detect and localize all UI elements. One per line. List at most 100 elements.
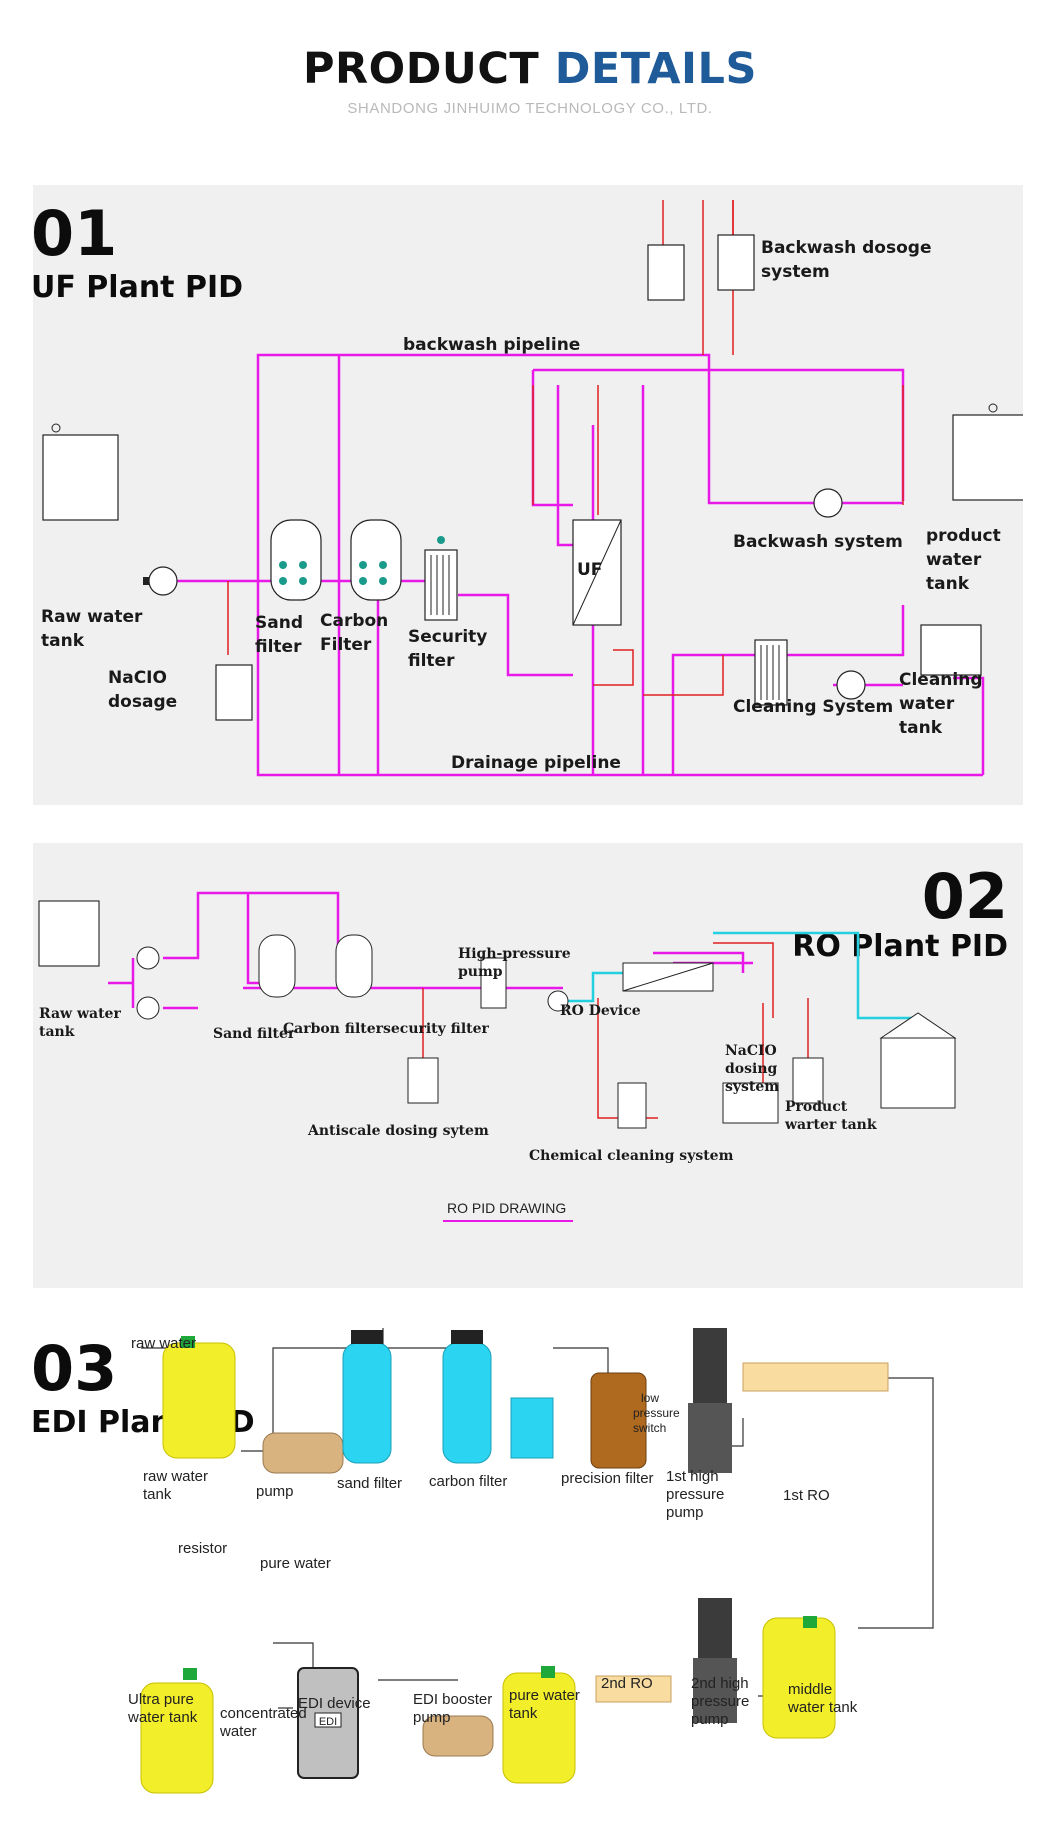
uf-label-backwash-dosoge-1: Backwash dosoge [761,238,931,258]
uf-label-uf: UF [577,560,602,580]
uf-label-security-1: Security [408,627,487,647]
uf-label-cleaning-1: Cleaning [899,670,983,690]
edi-ultra-pure-water-tank [140,1668,214,1794]
title-part-1: PRODUCT [303,44,540,94]
edi-label-edi-device: EDI device [298,1695,371,1712]
edi-1st-high-pressure-pump [688,1328,732,1473]
uf-label-naclo-2: dosage [108,692,177,712]
ro-device [622,962,714,992]
page-title: PRODUCT DETAILS [0,44,1060,94]
ro-security-filter [480,957,507,1009]
edi-label-hp2-2: pressure [691,1693,749,1710]
uf-label-cleaning-2: water [899,694,955,714]
ro-label-raw-water-2: tank [39,1024,75,1040]
ro-product-water-tank [879,1012,957,1109]
edi-2nd-high-pressure-pump [693,1598,737,1723]
uf-label-drainage: Drainage pipeline [451,753,621,773]
edi-number: 03 [33,1332,117,1405]
uf-feed-pump [143,566,178,596]
edi-label-hp1-1: 1st high [666,1468,719,1485]
ro-cleaning-tank [722,1082,779,1124]
edi-label-conc-1: concentrated [220,1705,307,1722]
uf-pid-diagram: 01 UF Plant PID [33,197,1023,777]
edi-label-pure-water: pure water [260,1555,331,1572]
uf-cleaning-filter [754,639,788,706]
uf-label-naclo-1: NaCIO [108,668,167,688]
ro-label-naclo-2: dosing [725,1061,778,1077]
uf-raw-water-tank [42,423,119,521]
ro-label-antiscale: Antiscale dosing sytem [307,1123,489,1139]
ro-cyan-pipes [563,931,913,1020]
edi-label-carbon: carbon filter [429,1473,507,1490]
edi-label-lps-1: low [641,1391,659,1405]
edi-label-ro2: 2nd RO [601,1675,653,1692]
uf-sand-filter [270,519,322,601]
uf-title: UF Plant PID [33,270,243,305]
edi-middle-water-tank [762,1616,836,1739]
ro-red-pipes [422,942,809,1119]
uf-number: 01 [33,197,117,270]
ro-label-security: security filter [383,1021,490,1037]
uf-label-carbon-1: Carbon [320,611,388,631]
uf-label-backwash-dosoge-2: system [761,262,830,282]
uf-label-product-3: tank [926,574,970,594]
edi-label-middle-2: water tank [787,1699,858,1716]
ro-label-product-1: Product [785,1099,848,1115]
ro-label-naclo-1: NaCIO [725,1043,777,1059]
ro-title: RO Plant PID [792,929,1008,964]
ro-label-drawing: RO PID DRAWING [447,1200,566,1216]
ro-label-raw-water-1: Raw water [39,1006,121,1022]
edi-label-ultra-2: water tank [127,1709,198,1726]
edi-pure-water-tank [502,1666,576,1784]
uf-backwash-dosing-tanks [647,234,755,301]
edi-sand-filter [342,1330,392,1464]
ro-hp-pump [547,990,569,1012]
edi-label-sand: sand filter [337,1475,402,1492]
uf-backwash-pump [813,488,843,518]
edi-label-lps-2: pressure [633,1406,680,1420]
ro-raw-water-tank [38,900,100,967]
ro-feed-pumps [136,946,160,1020]
uf-label-carbon-2: Filter [320,635,372,655]
edi-pid-diagram: 03 EDI Plant PID [33,1328,934,1794]
uf-module [572,519,622,626]
uf-magenta-pipes [153,353,985,777]
uf-label-product-1: product [926,526,1001,546]
edi-label-middle-1: middle [788,1681,832,1698]
edi-feed-pump [262,1432,344,1474]
edi-raw-water-tank [162,1336,236,1459]
ro-label-hp-1: High-pressure [458,946,571,962]
uf-cleaning-pump [836,670,866,700]
ro-label-chemical: Chemical cleaning system [529,1148,734,1164]
uf-security-filter [424,536,458,621]
edi-plant-pid-panel: 03 EDI Plant PID [33,1328,1023,1838]
edi-label-raw-tank-1: raw water [143,1468,208,1485]
ro-label-naclo-3: system [725,1079,779,1095]
ro-label-carbon: Carbon filter [283,1021,384,1037]
edi-2nd-ro [595,1675,672,1703]
ro-label-product-2: warter tank [784,1117,877,1133]
ro-sand-filter [258,934,296,998]
ro-plant-pid-panel: 02 RO Plant PID [33,843,1023,1288]
edi-label-hp2-3: pump [691,1711,729,1728]
edi-label-ro1: 1st RO [783,1487,830,1504]
edi-label-lps-3: switch [633,1421,666,1435]
edi-label-pump: pump [256,1483,294,1500]
edi-label-precision: precision filter [561,1470,654,1487]
uf-label-product-2: water [926,550,982,570]
edi-device: EDI [297,1667,359,1779]
ro-naclo-dosing-tank [792,1057,824,1104]
edi-label-pure-tank-2: tank [509,1705,538,1722]
uf-plant-pid-panel: 01 UF Plant PID [33,185,1023,805]
edi-label-resistor: resistor [178,1540,227,1557]
uf-label-cleaning-3: tank [899,718,943,738]
edi-label-raw-water-in: raw water [131,1335,196,1352]
uf-carbon-filter [350,519,402,601]
page-header: PRODUCT DETAILS SHANDONG JINHUIMO TECHNO… [0,44,1060,117]
ro-antiscale-dosing-tank [407,1057,439,1104]
edi-device-badge: EDI [319,1716,337,1728]
edi-booster-pump [422,1715,494,1757]
uf-label-security-2: filter [408,651,455,671]
uf-red-pipes [227,200,904,696]
ro-carbon-filter [335,934,373,998]
